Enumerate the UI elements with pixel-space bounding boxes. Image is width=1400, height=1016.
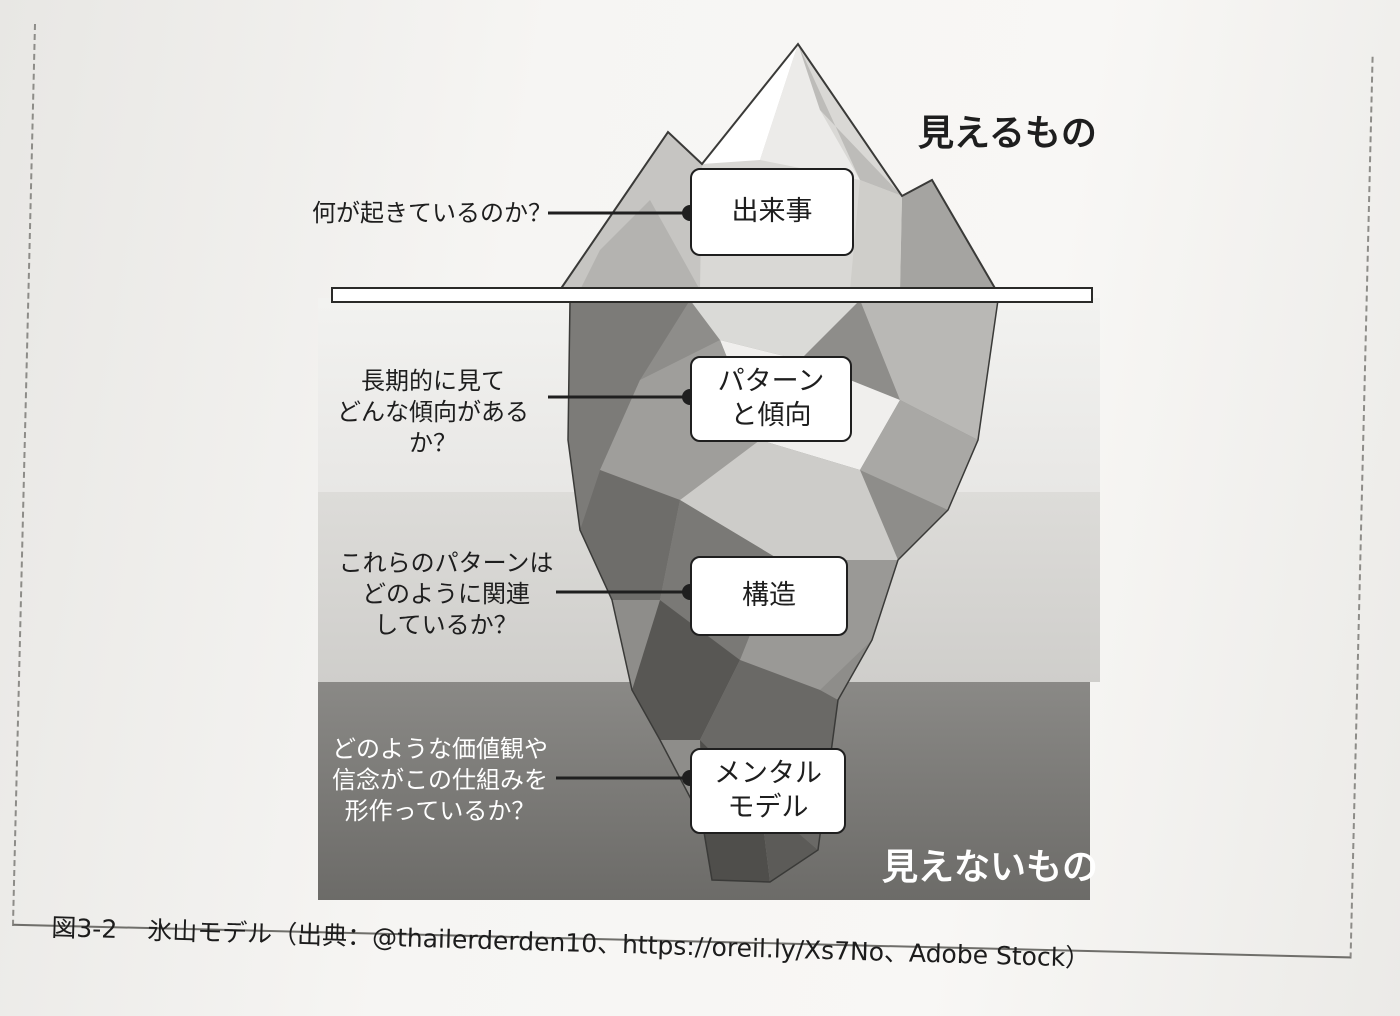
- box-events-label: 出来事: [731, 196, 813, 227]
- box-events: 出来事: [690, 168, 854, 256]
- box-mental-models: メンタル モデル: [690, 748, 846, 834]
- box-structure-label: 構造: [742, 580, 796, 611]
- connectors: [548, 211, 690, 780]
- question-patterns: 長期的に見て どんな傾向があるか？: [337, 367, 529, 457]
- box-mental-models-label: メンタル モデル: [714, 758, 822, 823]
- visible-label: 見えるもの: [918, 113, 1097, 154]
- box-patterns: パターン と傾向: [690, 356, 852, 442]
- waterline: [331, 287, 1093, 303]
- question-events: 何が起きているのか？: [312, 199, 552, 227]
- iceberg-tip: [559, 42, 997, 291]
- hidden-label: 見えないもの: [882, 847, 1099, 888]
- box-structure: 構造: [690, 556, 848, 636]
- box-patterns-label: パターン と傾向: [717, 366, 825, 431]
- question-mental-models: どのような価値観や 信念がこの仕組みを 形作っているか？: [332, 735, 548, 825]
- figure-number: 図3-2: [50, 912, 118, 944]
- question-structure: これらのパターンは どのように関連 しているか？: [338, 549, 554, 639]
